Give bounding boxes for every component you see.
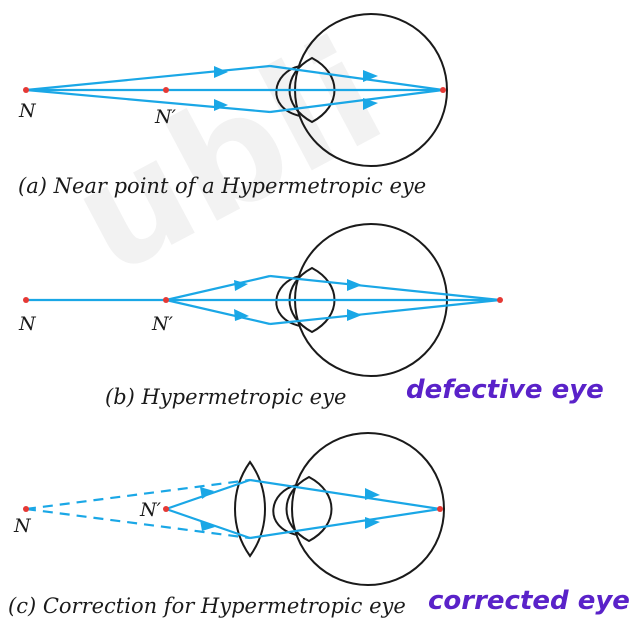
- ray-a-2: [269, 64, 444, 92]
- ray-a-4: [25, 88, 271, 114]
- focus-point-b: [497, 297, 503, 303]
- label-n-c: N: [13, 515, 32, 537]
- ray-c-virtual-upper: [25, 478, 251, 511]
- label-n-a: N: [18, 100, 37, 122]
- ray-b-2: [269, 274, 501, 302]
- watermark-text: ubli: [47, 6, 409, 308]
- label-n-prime-b: N′: [151, 313, 174, 335]
- ray-b-5: [269, 298, 501, 326]
- diagram-b: N N′ (b) Hypermetropic eye defective eye: [18, 223, 604, 409]
- ray-a-5: [269, 88, 444, 114]
- arrow-a-4: [363, 98, 378, 110]
- caption-a: (a) Near point of a Hypermetropic eye: [18, 174, 426, 198]
- label-n-prime-a: N′: [154, 106, 177, 128]
- retina-point-c: [437, 506, 443, 512]
- label-n-prime-c: N′: [139, 499, 162, 521]
- ray-c-4: [249, 507, 441, 540]
- point-n-b: [23, 297, 29, 303]
- point-n-c: [23, 506, 29, 512]
- arrow-c-1: [200, 487, 214, 499]
- correcting-lens: [234, 460, 266, 558]
- ray-a-1: [25, 64, 271, 92]
- diagram-c: N N′ (c) Correction for Hypermetropic ey…: [8, 432, 630, 618]
- eyeball-c: [291, 432, 445, 586]
- eye-lens-b: [288, 266, 336, 334]
- arrow-a-3: [214, 99, 228, 111]
- ray-c-3: [165, 507, 251, 540]
- arrow-c-2: [365, 488, 380, 500]
- ray-b-4: [165, 298, 271, 326]
- point-n-prime-b: [163, 297, 169, 303]
- diagram-a: N N′ (a) Near point of a Hypermetropic e…: [18, 13, 448, 198]
- arrow-b-3: [234, 309, 249, 321]
- point-n-a: [23, 87, 29, 93]
- arrow-a-1: [214, 66, 228, 78]
- point-n-prime-c: [163, 506, 169, 512]
- ray-c-virtual-lower: [25, 507, 251, 540]
- point-n-prime-a: [163, 87, 169, 93]
- ray-c-2: [249, 478, 441, 511]
- label-n-b: N: [18, 313, 37, 335]
- caption-c: (c) Correction for Hypermetropic eye: [8, 594, 406, 618]
- arrow-c-4: [365, 517, 380, 529]
- retina-point-a: [440, 87, 446, 93]
- arrow-b-4: [347, 309, 362, 321]
- arrow-b-2: [347, 279, 362, 291]
- handwritten-note-b: defective eye: [406, 375, 604, 405]
- eye-lens-a: [288, 56, 336, 124]
- caption-b: (b) Hypermetropic eye: [105, 385, 346, 409]
- ray-b-1: [165, 274, 271, 302]
- arrow-b-1: [234, 280, 248, 291]
- handwritten-note-c: corrected eye: [428, 586, 630, 616]
- arrow-c-3: [200, 520, 215, 531]
- eye-lens-c: [285, 475, 333, 543]
- arrow-a-2: [363, 70, 378, 82]
